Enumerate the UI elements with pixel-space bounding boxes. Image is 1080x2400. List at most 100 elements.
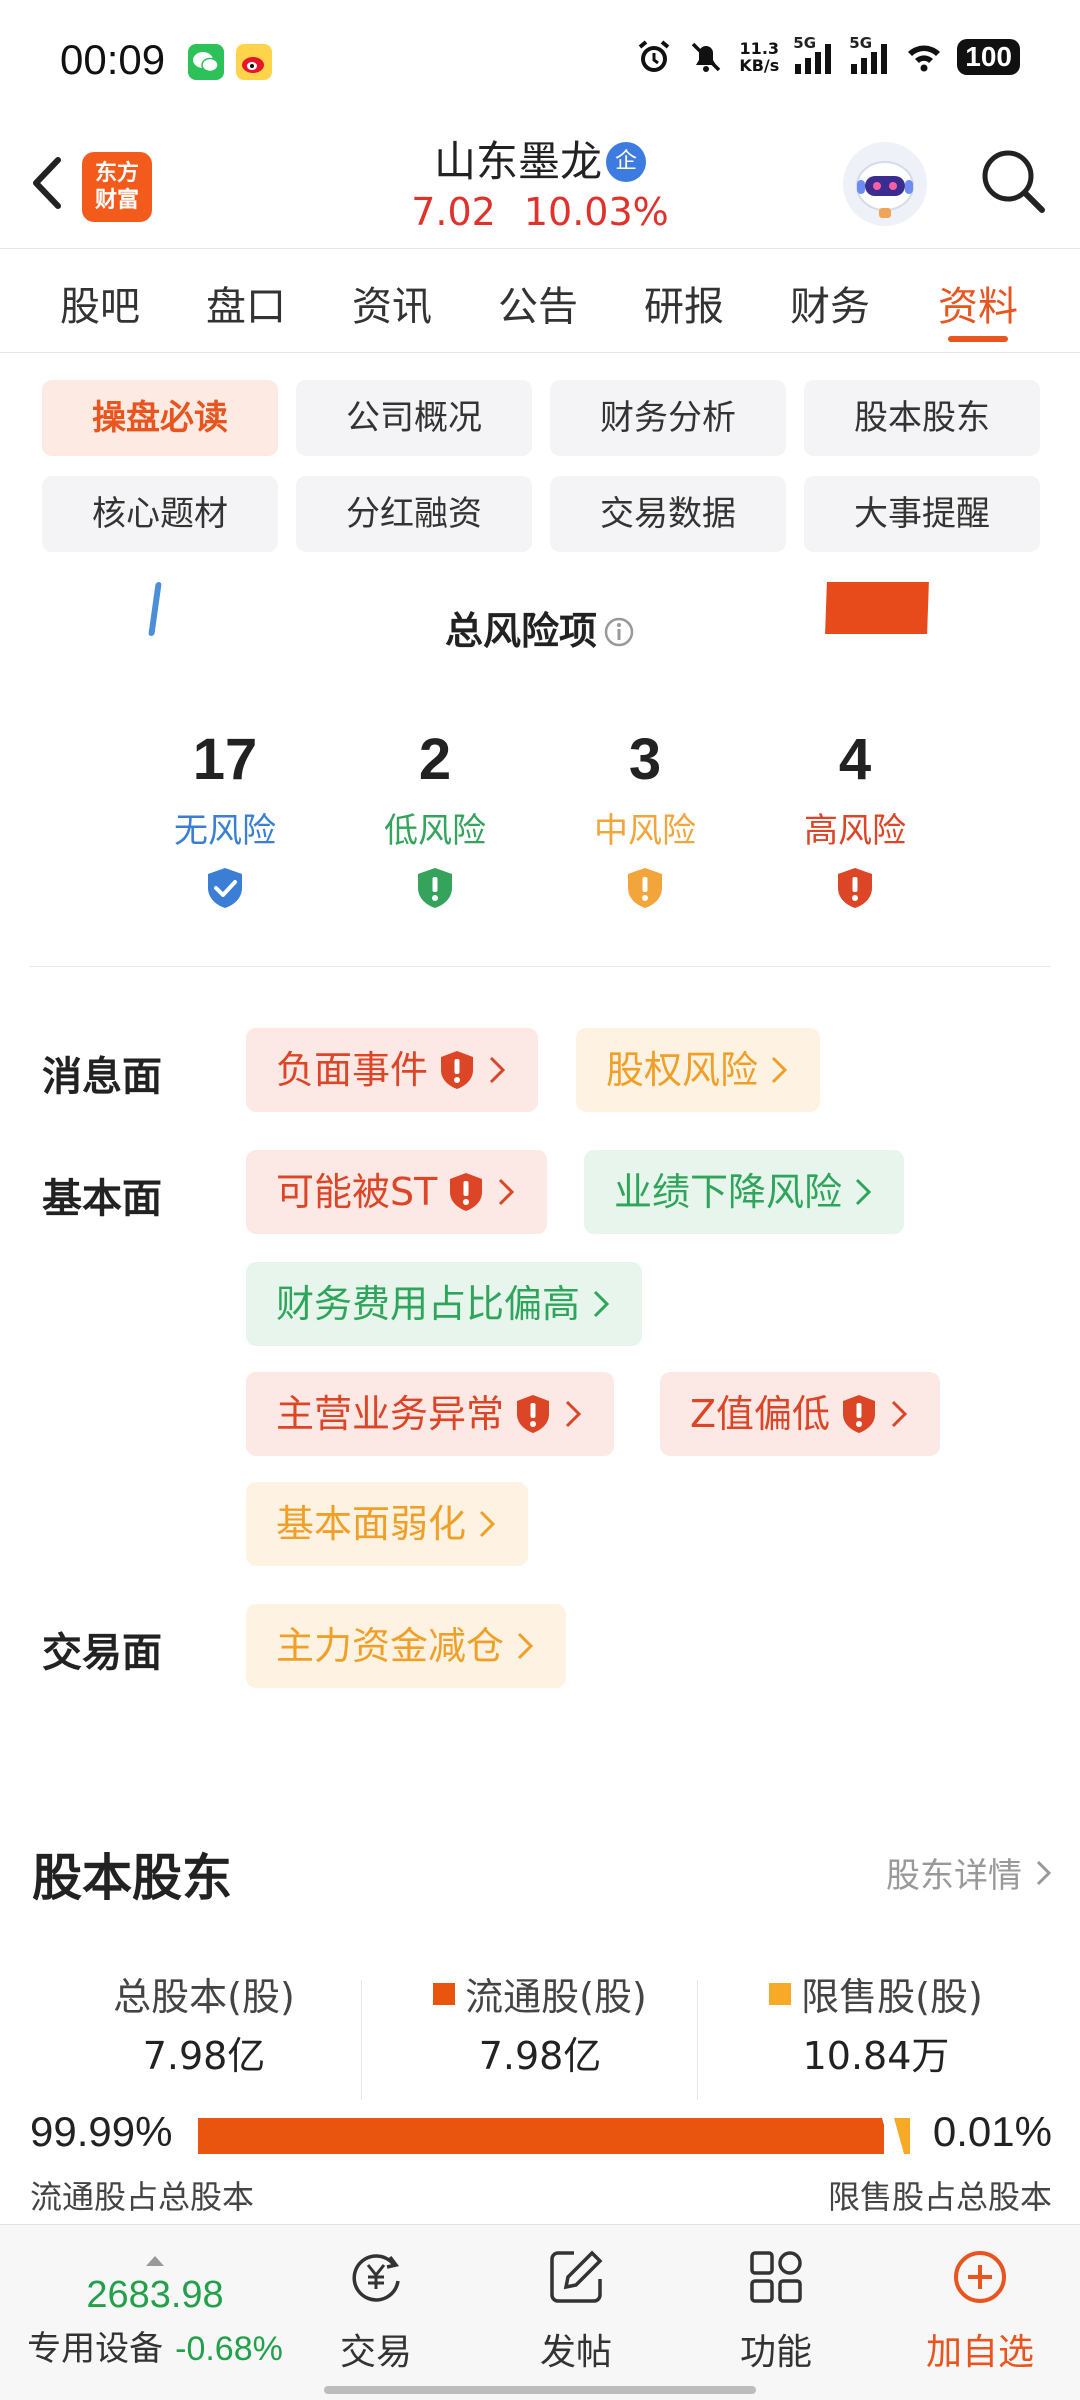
- stat-low-risk[interactable]: 2 低风险: [330, 726, 540, 910]
- restricted-shares: 限售股(股) 10.84万: [708, 1966, 1044, 2080]
- info-icon[interactable]: [603, 616, 635, 648]
- nav-add-watchlist[interactable]: 加自选: [900, 2245, 1060, 2375]
- active-tab-indicator: [948, 336, 1008, 342]
- float-legend-swatch: [433, 1982, 456, 2005]
- home-indicator: [324, 2386, 756, 2394]
- float-share-bar: [198, 2118, 884, 2154]
- total-shares: 总股本(股) 7.98亿: [113, 1975, 295, 2078]
- grid-functions-icon: [750, 2251, 802, 2303]
- tab-pankou[interactable]: 盘口: [206, 284, 286, 330]
- total-risk-title[interactable]: 总风险项: [0, 600, 1080, 655]
- shield-alert-icon: [843, 1395, 876, 1433]
- share-ratio-bar: [198, 2118, 910, 2154]
- restricted-ratio-label: 限售股占总股本: [827, 2178, 1052, 2216]
- shareholder-details-link[interactable]: 股东详情: [886, 1848, 1054, 1897]
- tag-low-z-score[interactable]: Z值偏低: [660, 1372, 941, 1456]
- tag-possible-st[interactable]: 可能被ST: [246, 1150, 548, 1234]
- shield-alert-icon: [838, 868, 872, 908]
- tab-finance[interactable]: 财务: [790, 284, 870, 330]
- tabs-divider: [0, 352, 1080, 353]
- chevron-right-icon: [855, 1178, 872, 1206]
- restricted-share-bar: [882, 2118, 910, 2154]
- signal-bars-icon: [795, 44, 832, 74]
- shield-alert-icon: [450, 1173, 483, 1211]
- shield-alert-icon: [441, 1051, 474, 1089]
- signal-bars-icon: [851, 44, 888, 74]
- trade-yuan-icon: [352, 2254, 400, 2302]
- status-time: 00:09: [60, 36, 166, 83]
- shield-alert-icon: [517, 1395, 550, 1433]
- stat-no-risk[interactable]: 17 无风险: [120, 726, 330, 910]
- tag-negative-events[interactable]: 负面事件: [246, 1028, 539, 1112]
- stock-name: 山东墨龙: [433, 137, 602, 186]
- chevron-right-icon: [479, 1510, 496, 1538]
- chevron-right-icon: [499, 1178, 515, 1206]
- chevron-right-icon: [565, 1400, 582, 1428]
- column-divider: [361, 1980, 362, 2100]
- add-circle-icon: [954, 2251, 1006, 2303]
- search-icon[interactable]: [976, 144, 1050, 218]
- ai-robot-avatar-icon[interactable]: [843, 142, 927, 226]
- back-arrow-icon[interactable]: [20, 148, 80, 218]
- alarm-icon: [639, 40, 670, 72]
- tag-high-finance-cost[interactable]: 财务费用占比偏高: [246, 1262, 643, 1346]
- mute-bell-icon: [692, 42, 721, 72]
- share-structure-title: 股本股东: [32, 1849, 232, 1907]
- restricted-percent: 0.01%: [932, 2108, 1052, 2155]
- stock-change-pct: 10.03%: [523, 190, 669, 234]
- chevron-right-icon: [771, 1056, 788, 1084]
- tab-guba[interactable]: 股吧: [60, 284, 140, 330]
- sector-index-ticker[interactable]: 2683.98 专用设备-0.68%: [10, 2251, 300, 2370]
- tag-equity-risk[interactable]: 股权风险: [576, 1028, 821, 1112]
- section-tabs: 股吧 盘口 资讯 公告 研报 财务 资料: [0, 250, 1080, 350]
- header-divider: [0, 248, 1080, 249]
- chip-trading-data[interactable]: 交易数据: [550, 476, 786, 552]
- chip-core-themes[interactable]: 核心题材: [42, 476, 278, 552]
- restricted-legend-swatch: [769, 1982, 792, 2005]
- stock-title[interactable]: 山东墨龙企: [0, 128, 1080, 189]
- chip-event-reminders[interactable]: 大事提醒: [804, 476, 1040, 552]
- chip-shareholders[interactable]: 股本股东: [804, 380, 1040, 456]
- wifi-icon: [908, 45, 941, 72]
- shield-check-icon: [208, 868, 242, 908]
- tab-news[interactable]: 资讯: [352, 284, 432, 330]
- bottom-navigation: 2683.98 专用设备-0.68% 交易 发帖 功能 加自选: [0, 2224, 1080, 2400]
- tab-announcements[interactable]: 公告: [498, 284, 578, 330]
- risk-divider: [30, 966, 1050, 967]
- nav-post[interactable]: 发帖: [496, 2245, 656, 2375]
- tab-profile[interactable]: 资料: [938, 284, 1018, 330]
- column-divider: [697, 1980, 698, 2100]
- chevron-right-icon: [517, 1632, 534, 1660]
- caret-up-icon: [146, 2256, 164, 2266]
- nav-trade[interactable]: 交易: [296, 2245, 456, 2375]
- verified-badge-icon: 企: [606, 142, 646, 182]
- stat-high-risk[interactable]: 4 高风险: [750, 726, 960, 910]
- edit-post-icon: [550, 2250, 603, 2303]
- tab-research[interactable]: 研报: [644, 284, 724, 330]
- float-percent: 99.99%: [30, 2108, 173, 2155]
- category-fundamental-label: 基本面: [42, 1176, 162, 1222]
- category-news-label: 消息面: [42, 1054, 162, 1100]
- weibo-icon: [236, 44, 272, 80]
- battery-indicator: 100: [957, 39, 1020, 75]
- tag-main-funds-reducing[interactable]: 主力资金减仓: [246, 1604, 567, 1688]
- chevron-right-icon: [489, 1056, 506, 1084]
- chevron-right-icon: [593, 1290, 610, 1318]
- app-logo[interactable]: 东方 财富: [82, 152, 152, 222]
- tag-performance-decline[interactable]: 业绩下降风险: [584, 1150, 905, 1234]
- chip-dividends-financing[interactable]: 分红融资: [296, 476, 532, 552]
- chip-company-overview[interactable]: 公司概况: [296, 380, 532, 456]
- tag-main-business-abnormal[interactable]: 主营业务异常: [246, 1372, 615, 1456]
- signal-5g-1: 5G: [793, 34, 835, 76]
- nav-functions[interactable]: 功能: [696, 2245, 856, 2375]
- chevron-right-icon: [891, 1400, 908, 1428]
- tag-weakened-fundamentals[interactable]: 基本面弱化: [246, 1482, 529, 1566]
- chip-financial-analysis[interactable]: 财务分析: [550, 380, 786, 456]
- chip-trading-must-read[interactable]: 操盘必读: [42, 380, 278, 456]
- float-ratio-label: 流通股占总股本: [30, 2178, 255, 2216]
- stat-medium-risk[interactable]: 3 中风险: [540, 726, 750, 910]
